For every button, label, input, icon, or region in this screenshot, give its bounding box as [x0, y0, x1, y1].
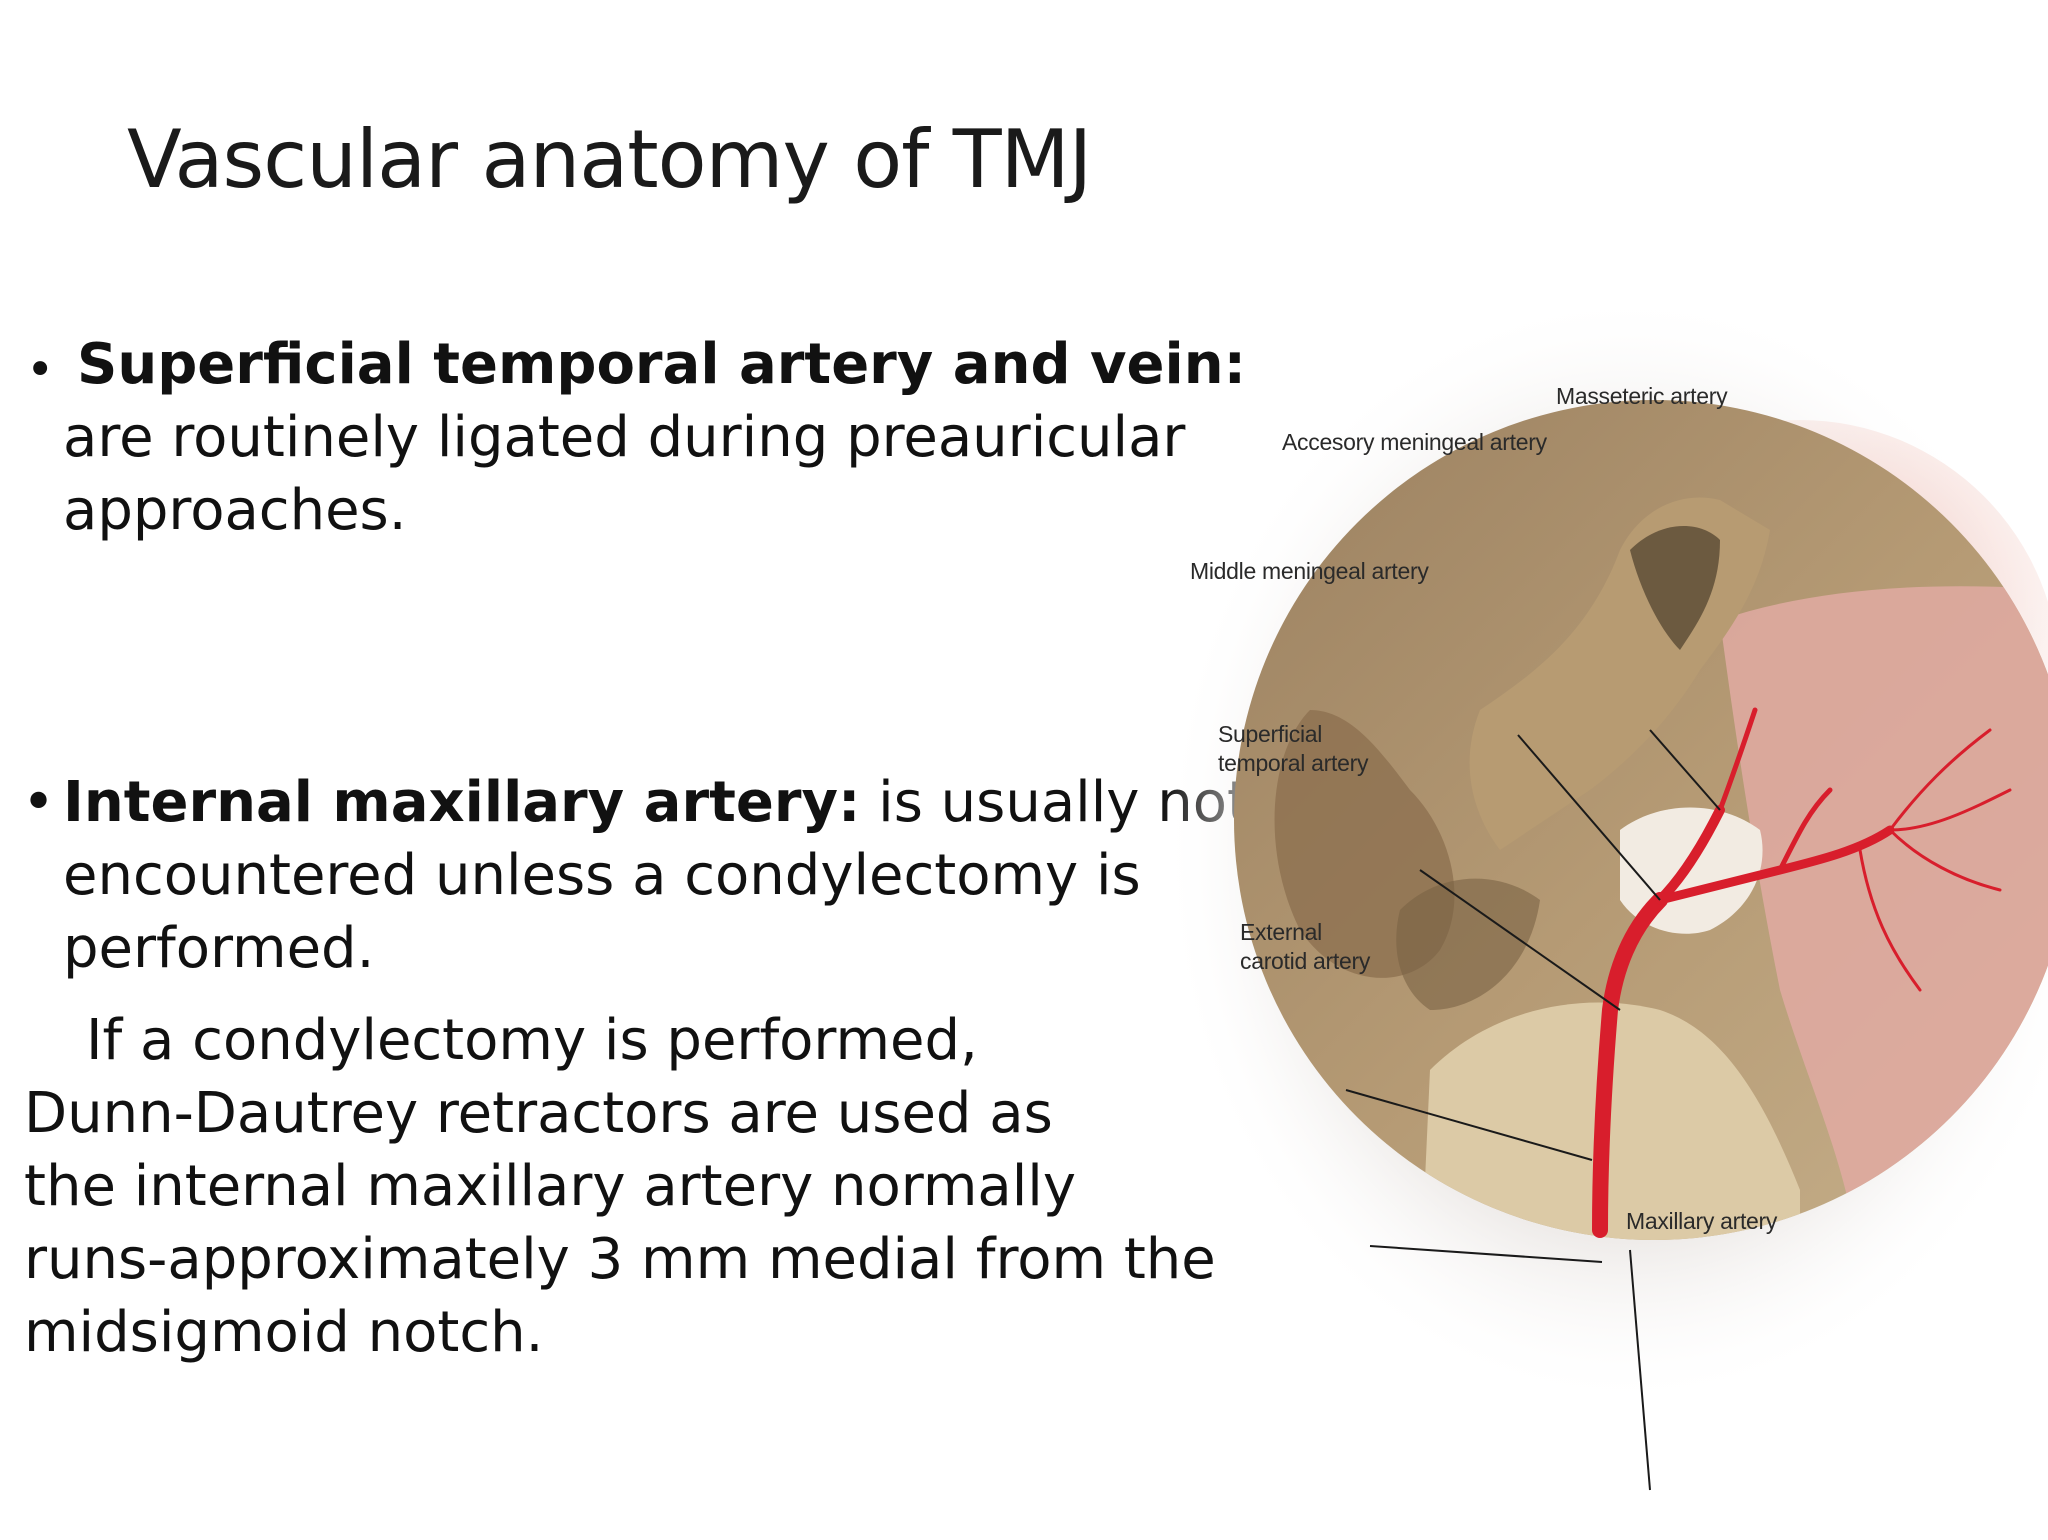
label-external-carotid-1: External: [1240, 919, 1322, 945]
point2-first-line: Internal maxillary artery: is usually no…: [63, 766, 1249, 839]
leader-lines: [1345, 729, 1721, 1491]
tmj-vascular-figure: Masseteric artery Accesory meningeal art…: [1160, 290, 2048, 1536]
paragraph-line4: runs-approximately 3 mm medial from the: [24, 1227, 1216, 1292]
point1-line3: approaches.: [63, 478, 407, 543]
label-middle-meningeal-artery: Middle meningeal artery: [1190, 558, 1429, 584]
leader-accessory: [1517, 734, 1661, 901]
middle-meningeal-artery: [1717, 707, 1758, 813]
superficial-temporal-artery: [1655, 805, 1725, 905]
artery-branch: [1888, 788, 2012, 832]
artery-branch: [1858, 848, 1922, 992]
leader-superficial-temporal: [1345, 1089, 1593, 1161]
leader-middle-meningeal: [1419, 869, 1621, 1011]
paragraph-line3: the internal maxillary artery normally: [24, 1154, 1076, 1219]
leader-masseteric: [1649, 729, 1721, 811]
paragraph-line1: If a condylectomy is performed,: [86, 1008, 978, 1073]
bullet-marker: •: [22, 770, 56, 835]
mastoid-air-cells: [1630, 526, 1720, 650]
masseteric-artery: [1888, 728, 1992, 832]
slide-body: • Superficial temporal artery and vein: …: [0, 300, 1249, 1400]
label-external-carotid-2: carotid artery: [1240, 948, 1371, 974]
point2-heading: Internal maxillary artery:: [63, 770, 861, 835]
paragraph-line2: Dunn-Dautrey retractors are used as: [24, 1081, 1053, 1146]
point2-line2: encountered unless a condylectomy is: [63, 843, 1141, 908]
label-superficial-temporal-2: temporal artery: [1218, 750, 1369, 776]
paragraph-line5: midsigmoid notch.: [24, 1300, 544, 1365]
point2-line3: performed.: [63, 916, 375, 981]
label-superficial-temporal-1: Superficial: [1218, 721, 1323, 747]
label-masseteric-artery: Masseteric artery: [1556, 383, 1728, 409]
artery-tree: [1592, 707, 2012, 1238]
point1-line2: are routinely ligated during preauricula…: [63, 405, 1186, 470]
magnified-region: [1234, 400, 2048, 1240]
external-carotid-artery: [1592, 892, 1668, 1238]
tmj-illustration: [1160, 290, 2048, 1491]
leader-external-carotid: [1369, 1245, 1603, 1263]
leader-maxillary: [1629, 1249, 1651, 1491]
slide-title: Vascular anatomy of TMJ: [127, 113, 1092, 206]
coronoid-shadow: [1396, 878, 1540, 1010]
bullet-marker: •: [26, 342, 55, 398]
label-accessory-meningeal-artery: Accesory meningeal artery: [1282, 429, 1547, 455]
accessory-meningeal-artery: [1777, 787, 1833, 873]
point1-heading: Superficial temporal artery and vein:: [77, 332, 1246, 397]
artery-branch: [1888, 828, 2002, 892]
label-maxillary-artery: Maxillary artery: [1626, 1208, 1778, 1234]
